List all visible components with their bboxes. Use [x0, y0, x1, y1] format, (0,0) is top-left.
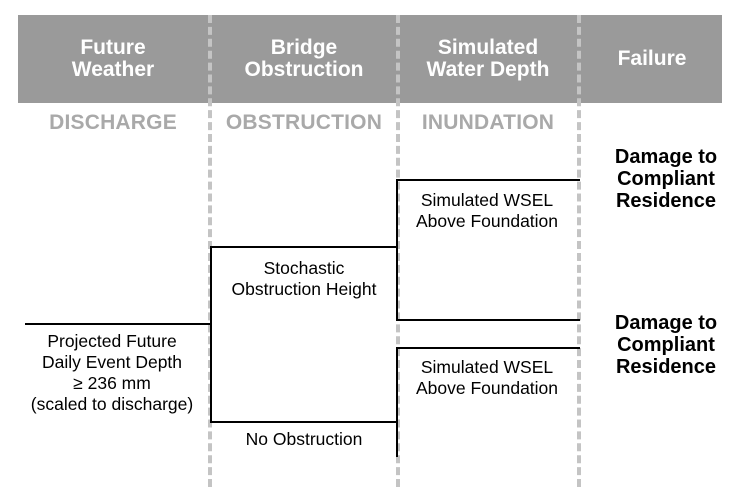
- stochastic-branch-line: [210, 246, 398, 248]
- wsel-upper-branch-line: [396, 179, 580, 181]
- no-obstruction-split-line: [396, 347, 398, 457]
- outcome-lower-damage: Damage to Compliant Residence: [614, 312, 718, 378]
- stage-label-discharge: DISCHARGE: [49, 111, 177, 134]
- root-branch-line: [25, 323, 211, 325]
- column-title-future-weather: Future Weather: [71, 36, 155, 81]
- stochastic-lower-branch-line: [396, 319, 580, 321]
- column-title-failure: Failure: [617, 47, 687, 70]
- no-obstruction-branch-line: [210, 421, 398, 423]
- stage-label-inundation: INUNDATION: [421, 111, 555, 134]
- column-title-simulated-water-depth: Simulated Water Depth: [426, 36, 550, 81]
- stochastic-obstruction-node: Stochastic Obstruction Height: [231, 258, 377, 299]
- wsel-lower-branch-line: [396, 347, 580, 349]
- column-title-bridge-obstruction: Bridge Obstruction: [244, 36, 364, 81]
- outcome-upper-damage: Damage to Compliant Residence: [614, 146, 718, 212]
- root-node-text: Projected Future Daily Event Depth ≥ 236…: [30, 331, 194, 414]
- stage-label-obstruction: OBSTRUCTION: [225, 111, 383, 134]
- header-bar: [18, 15, 722, 103]
- obstruction-split-line: [210, 246, 212, 423]
- column-divider-3: [577, 15, 581, 487]
- wsel-lower-node: Simulated WSEL Above Foundation: [415, 357, 559, 398]
- no-obstruction-node: No Obstruction: [245, 429, 363, 449]
- stochastic-split-line: [396, 179, 398, 321]
- wsel-upper-node: Simulated WSEL Above Foundation: [415, 190, 559, 231]
- column-divider-2: [396, 15, 400, 487]
